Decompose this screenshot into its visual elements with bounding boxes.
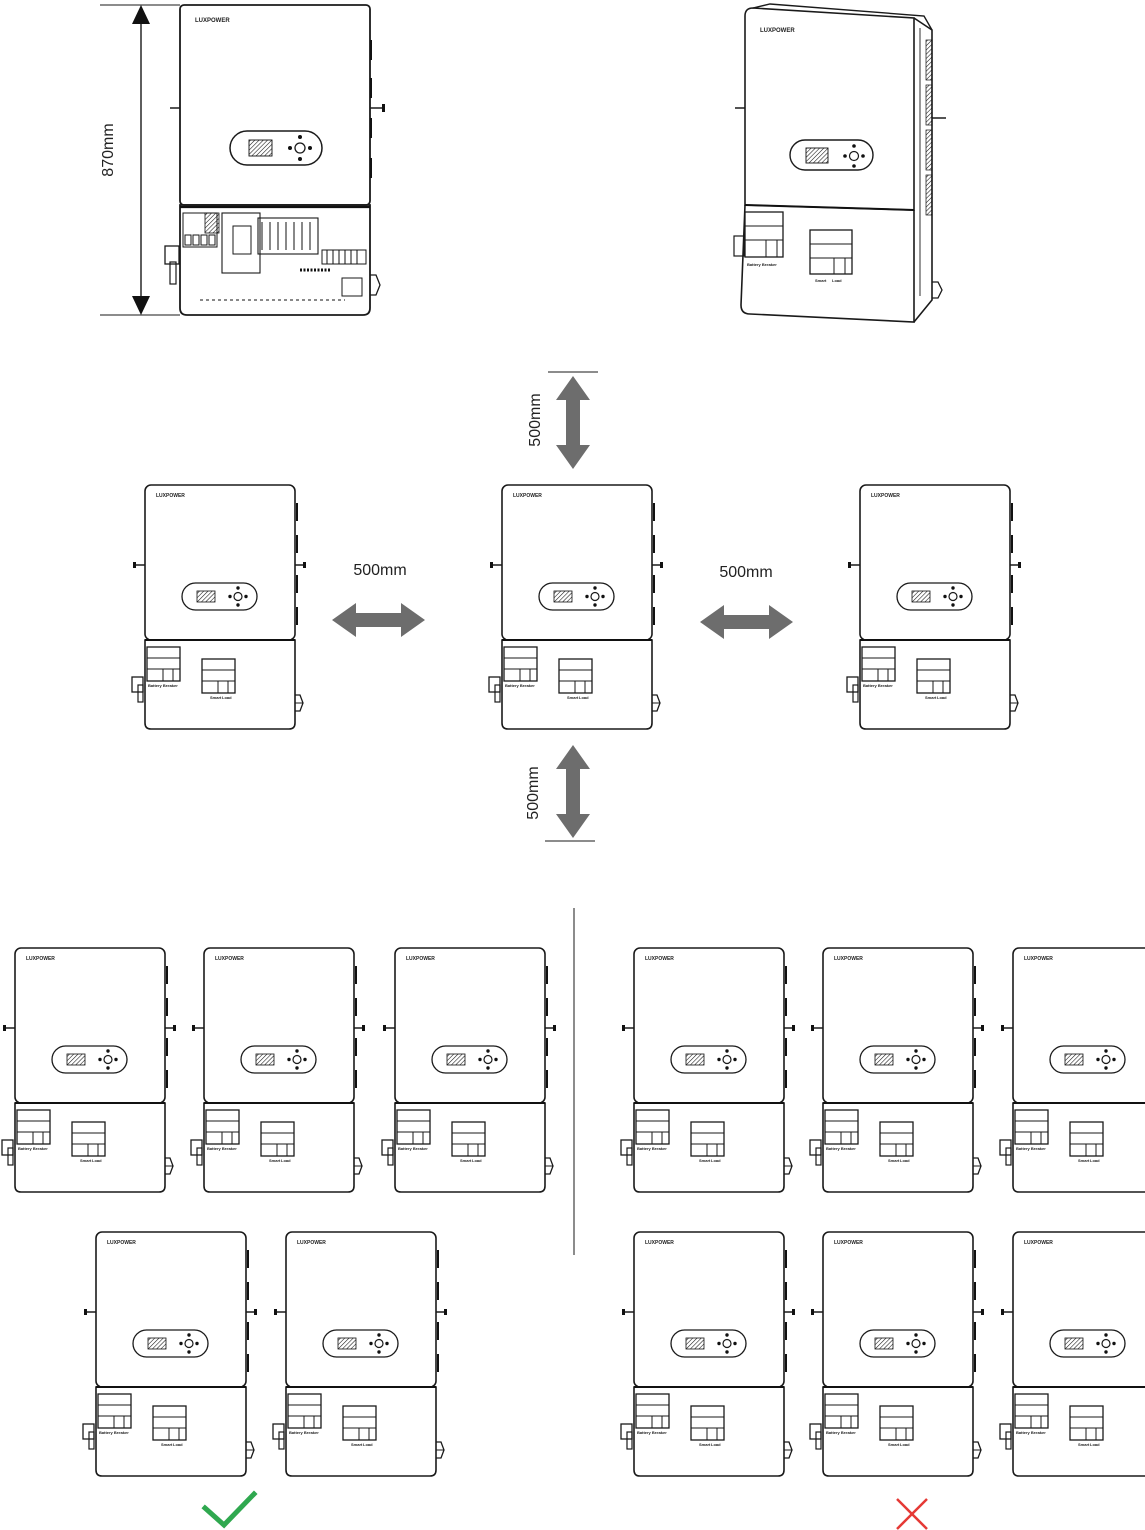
smart-load-label: Smart <box>815 278 827 283</box>
clearance-right-arrow: 500mm <box>700 564 793 639</box>
cross-mark-icon <box>896 1498 928 1530</box>
inverter-perspective-view: LUXPOWER Battery Breaker Smart Load <box>733 3 946 323</box>
wrong-arrangement <box>620 947 1145 1477</box>
clearance-top-arrow: 500mm <box>527 371 598 469</box>
clearance-right-label: 500mm <box>719 564 772 581</box>
height-dimension-label: 870mm <box>100 123 117 176</box>
inverter-unit-right <box>846 484 1022 730</box>
brand-logo-text: LUXPOWER <box>195 18 230 24</box>
height-dimension: 870mm <box>100 4 180 316</box>
clearance-left-arrow: 500mm <box>332 562 425 637</box>
inverter-unit-center <box>488 484 664 730</box>
clearance-left-label: 500mm <box>353 562 406 579</box>
load-label: Load <box>832 278 842 283</box>
inverter-front-view-opened: LUXPOWER <box>164 4 385 316</box>
battery-breaker-label: Battery Breaker <box>747 262 777 267</box>
brand-logo-text: LUXPOWER <box>760 28 795 34</box>
clearance-top-label: 500mm <box>527 393 544 446</box>
correct-arrangement <box>1 947 557 1477</box>
clearance-bottom-arrow: 500mm <box>525 745 595 842</box>
clearance-bottom-label: 500mm <box>525 766 542 819</box>
inverter-unit-left <box>131 484 307 730</box>
check-mark-icon <box>201 1490 258 1529</box>
